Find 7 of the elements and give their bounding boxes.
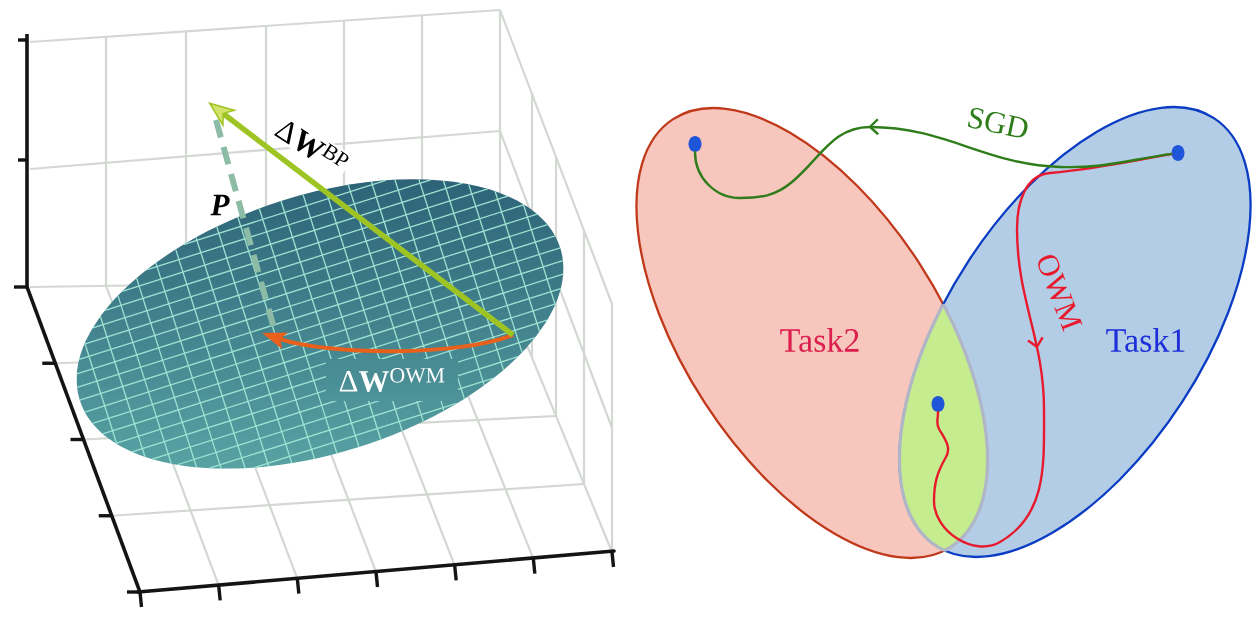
dot — [931, 396, 945, 412]
math-label: ΔW$^{BP}$ — [270, 112, 354, 180]
dot — [1171, 145, 1185, 161]
edge-label: OWM — [1038, 255, 1083, 332]
math-label: P — [210, 194, 230, 216]
dot — [688, 136, 702, 152]
math-label: ΔW$^{OWM}$ — [339, 368, 445, 392]
